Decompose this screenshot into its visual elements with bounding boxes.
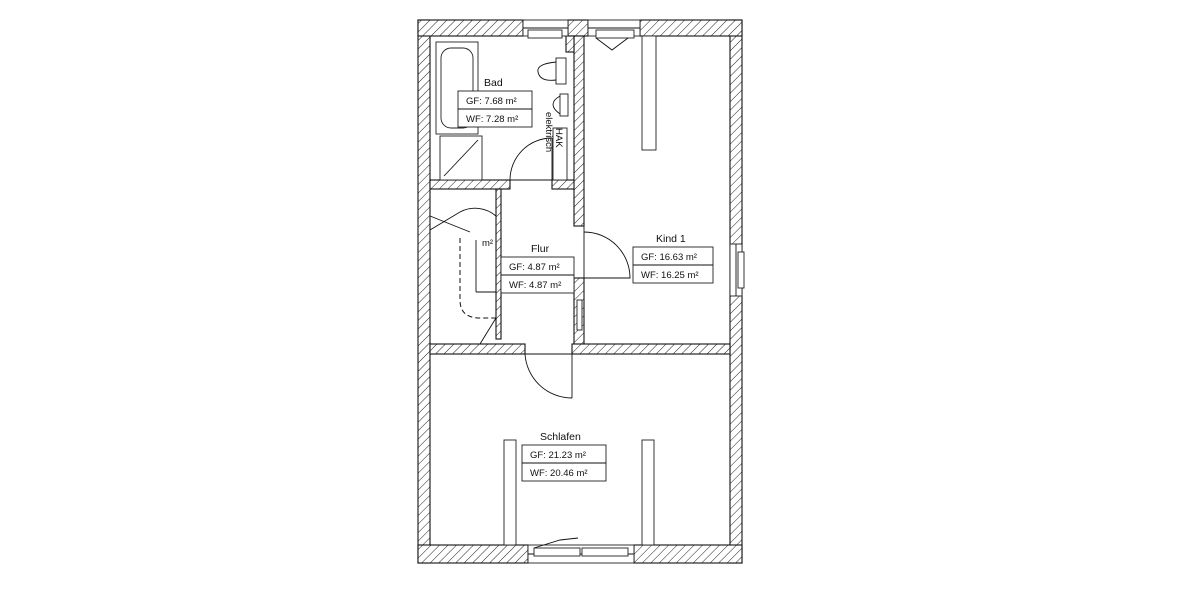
hak-label: HAK (553, 128, 564, 148)
wall-bad-bottom (429, 179, 511, 190)
radiator-kind-1 (641, 35, 657, 151)
room-name-kind1: Kind 1 (656, 233, 686, 245)
windows (522, 19, 745, 564)
wall-kind-west-top (573, 35, 585, 227)
wall-flur-west (495, 188, 502, 340)
wall-bottom-right (633, 544, 743, 564)
wall-top-mid (567, 19, 589, 37)
wall-top-left (417, 19, 524, 37)
hak-box (552, 127, 568, 181)
door-bad (509, 137, 553, 181)
bad-wf: WF: 7.28 m² (466, 114, 518, 125)
radiator-schlafen-1 (503, 439, 517, 546)
flur-wf: WF: 4.87 m² (509, 280, 561, 291)
schlafen-wf: WF: 20.46 m² (530, 468, 588, 479)
kind1-gf: GF: 16.63 m² (641, 252, 697, 263)
door-schlafen (524, 353, 573, 399)
elektrisch-label: elektrisch (543, 112, 554, 152)
wall-top-right (639, 19, 743, 37)
wall-bad-partition (565, 35, 575, 53)
wall-left (417, 19, 431, 564)
door-kind (583, 226, 631, 279)
bad-gf: GF: 7.68 m² (466, 96, 517, 107)
wall-bottom-left (417, 544, 529, 564)
flur-gf: GF: 4.87 m² (509, 262, 560, 273)
schlafen-gf: GF: 21.23 m² (530, 450, 586, 461)
room-name-schlafen: Schlafen (540, 431, 581, 443)
room-name-bad: Bad (484, 77, 503, 89)
room-name-flur: Flur (531, 243, 550, 255)
wall-schlafen-top-right (571, 343, 731, 355)
sink (559, 93, 569, 117)
wall-schlafen-top-left (429, 343, 526, 355)
radiators (503, 35, 657, 546)
radiator-schlafen-2 (641, 439, 655, 546)
storage-area-partial: m² (482, 238, 493, 249)
kind1-wf: WF: 16.25 m² (641, 270, 699, 281)
storage-area (429, 207, 583, 345)
toilet (555, 57, 567, 85)
